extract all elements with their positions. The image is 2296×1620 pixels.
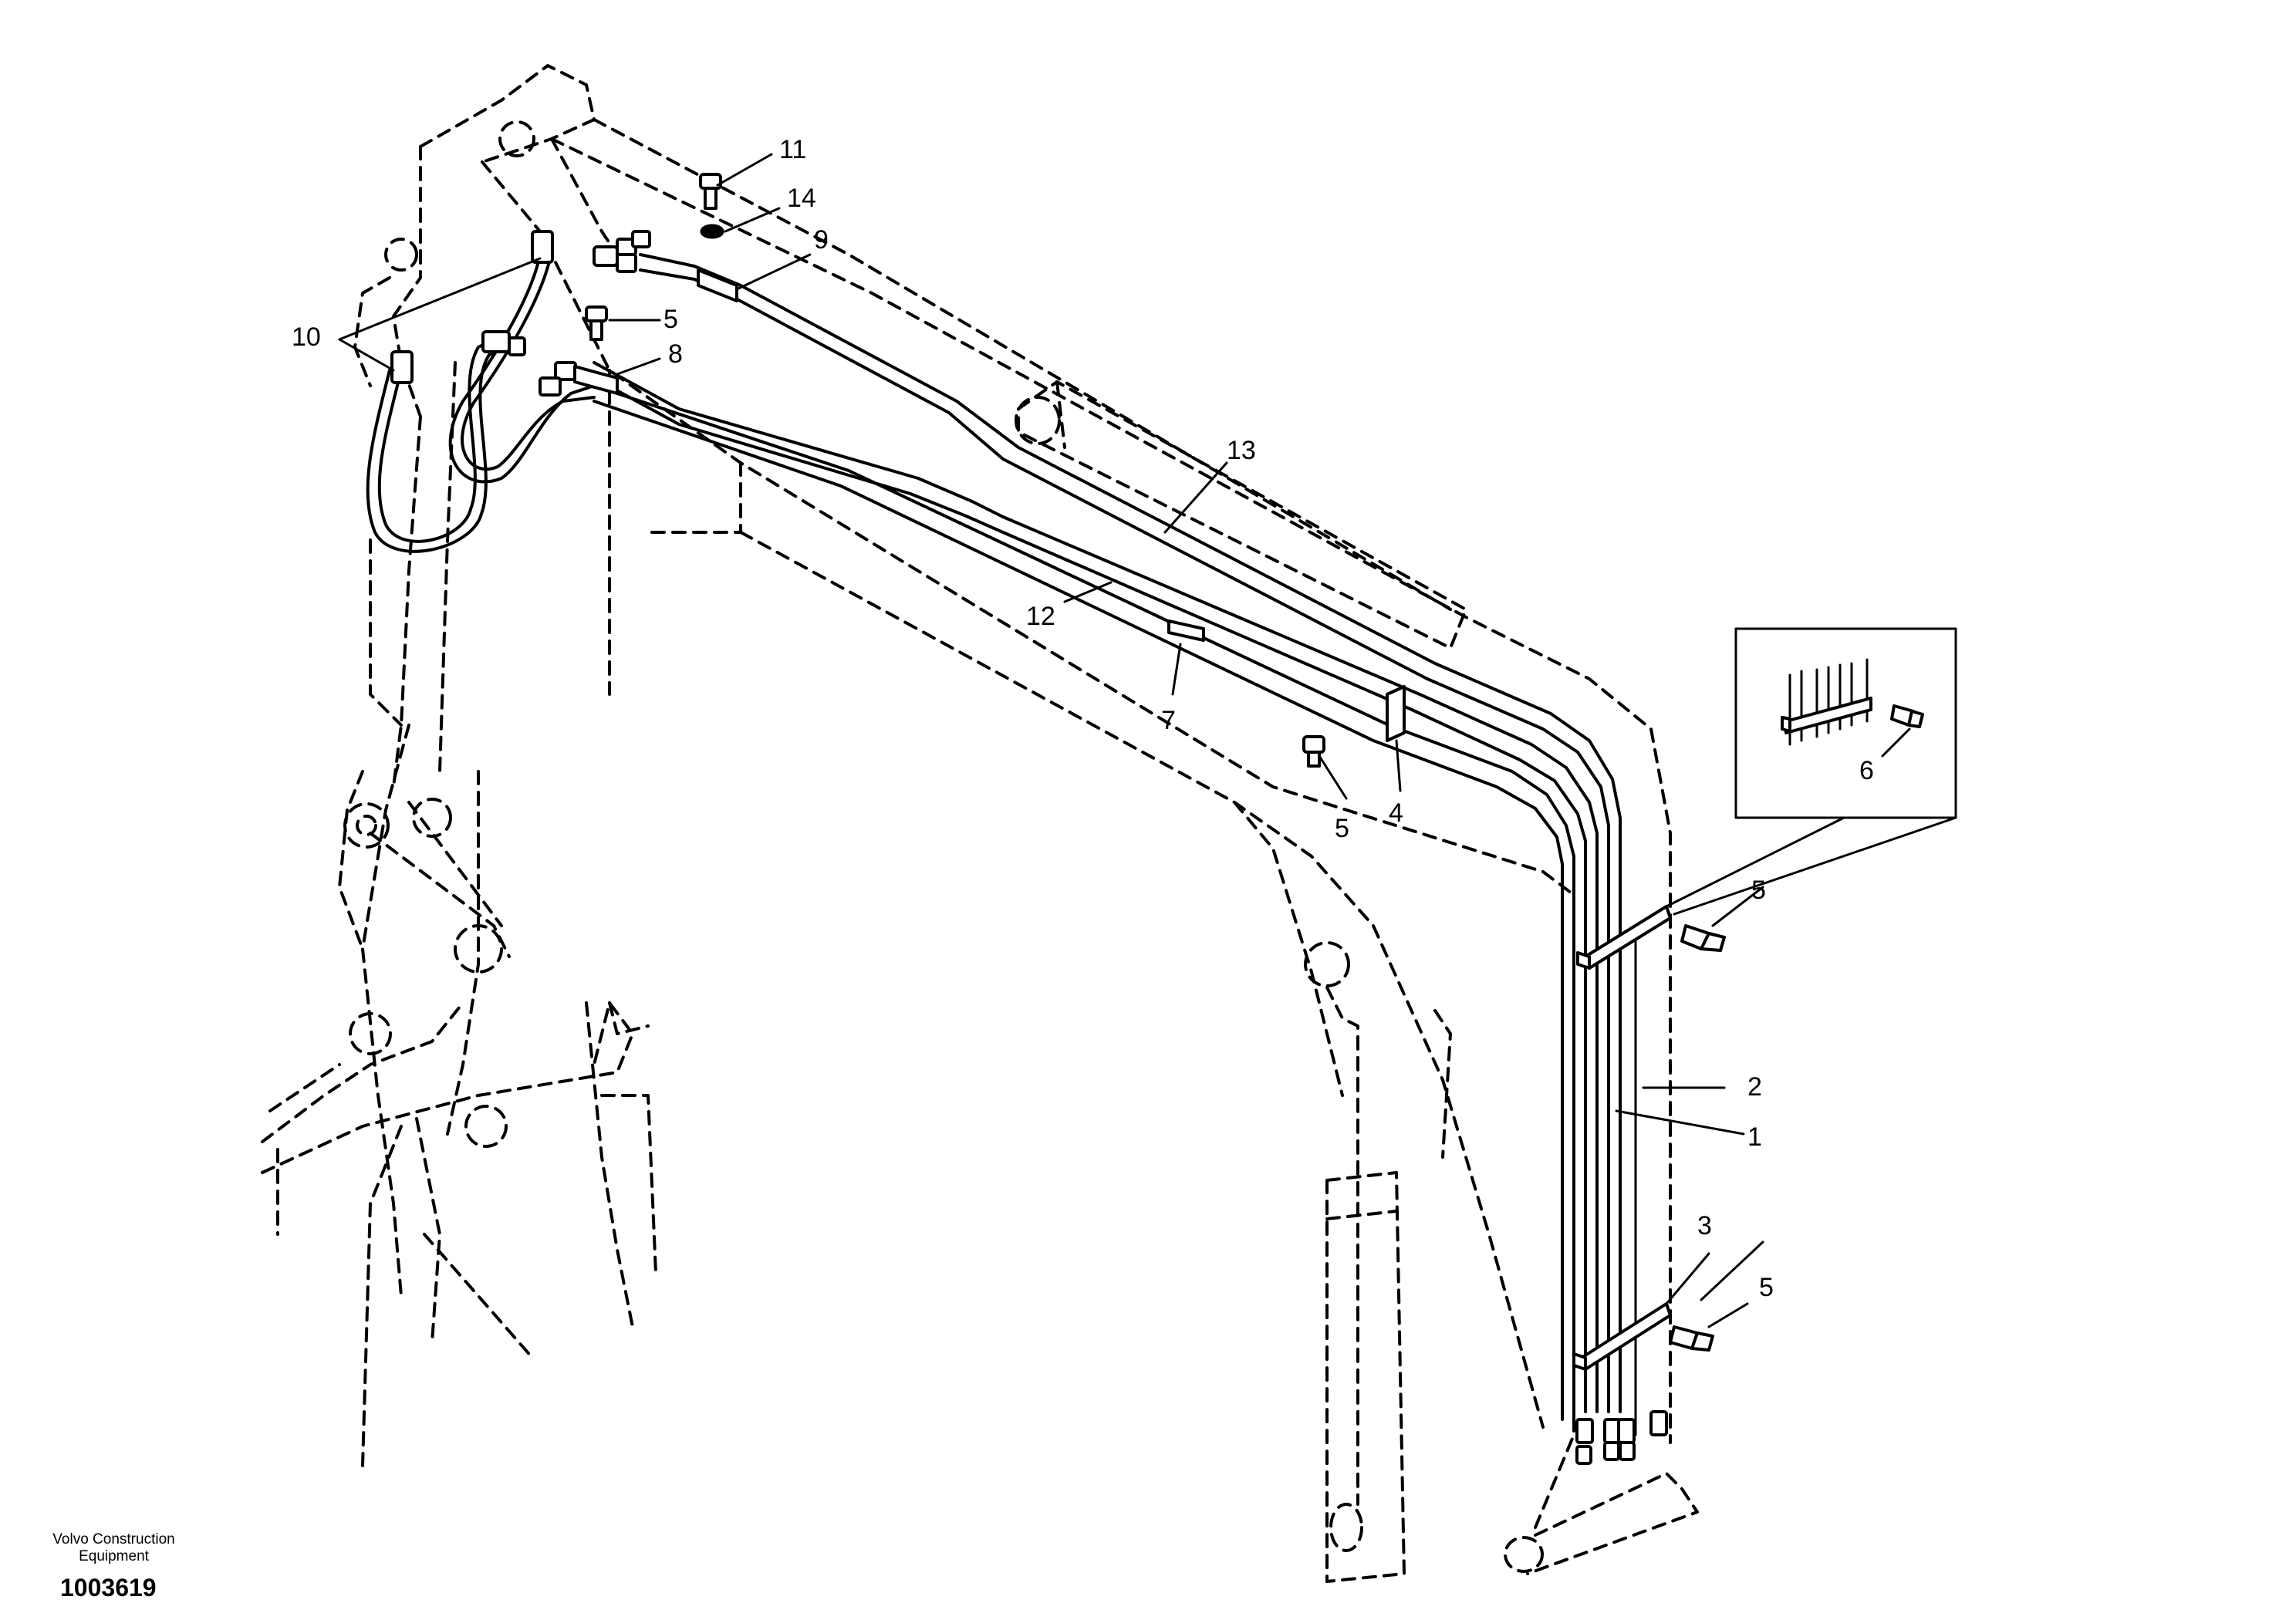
bolt-11-icon <box>699 173 722 210</box>
callout-5-upper: 5 <box>663 305 678 334</box>
callout-2: 2 <box>1747 1072 1762 1102</box>
brand-label: Volvo Construction Equipment <box>15 1531 212 1565</box>
bolt-5-right-icon <box>1680 924 1726 952</box>
brand-line-1: Volvo Construction <box>52 1531 175 1547</box>
callout-10: 10 <box>292 322 321 352</box>
fasteners <box>585 173 1726 1352</box>
nut-14-icon <box>700 224 724 239</box>
detail-inset <box>1665 627 1957 916</box>
callout-7: 7 <box>1161 706 1176 735</box>
callout-12: 12 <box>1026 602 1055 631</box>
callout-11: 11 <box>779 135 806 164</box>
bolt-5-mid-icon <box>1302 735 1325 768</box>
callout-4: 4 <box>1389 798 1403 828</box>
callout-labels: 11 14 9 5 8 10 13 12 7 4 5 6 5 2 1 3 5 <box>292 135 1874 1302</box>
callout-5-lower: 5 <box>1759 1273 1774 1302</box>
document-number: 1003619 <box>60 1574 157 1601</box>
callout-3: 3 <box>1697 1211 1712 1240</box>
callout-13: 13 <box>1227 436 1256 465</box>
callout-5-mid: 5 <box>1335 814 1349 843</box>
fittings <box>390 230 1672 1465</box>
callout-1: 1 <box>1747 1122 1762 1152</box>
callout-6: 6 <box>1859 756 1874 785</box>
bolt-5-upper-icon <box>585 305 608 341</box>
leader-lines <box>338 153 1911 1328</box>
callout-14: 14 <box>787 184 816 213</box>
bolt-5-lower-icon <box>1669 1325 1714 1352</box>
callout-5-right: 5 <box>1751 876 1766 905</box>
callout-9: 9 <box>814 225 829 255</box>
callout-8: 8 <box>668 339 683 369</box>
pipe-bundle <box>593 253 1637 1436</box>
hose-loops <box>366 253 596 553</box>
brand-line-2: Equipment <box>79 1548 149 1564</box>
machine-outline <box>261 64 1699 1583</box>
